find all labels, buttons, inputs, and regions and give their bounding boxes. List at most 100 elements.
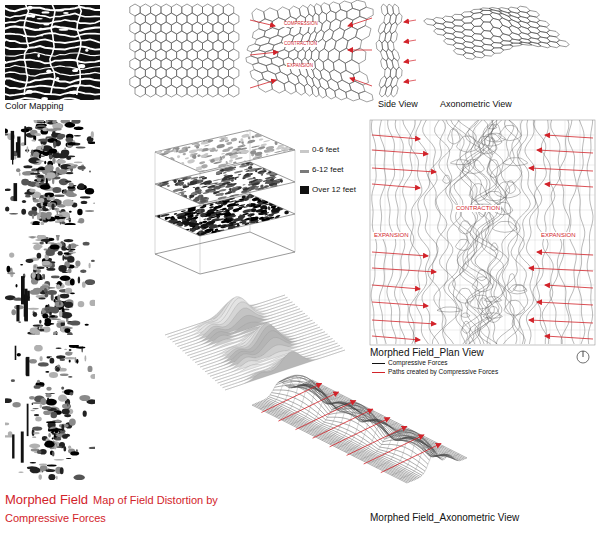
art-shape <box>74 85 80 87</box>
art-shape <box>23 165 32 168</box>
hex-cell <box>288 49 298 60</box>
layer-guide <box>250 130 251 232</box>
hex-cell <box>314 4 322 16</box>
art-shape <box>31 139 35 141</box>
art-shape <box>67 322 76 325</box>
art-shape <box>200 213 206 218</box>
art-shape <box>233 161 237 164</box>
art-shape <box>46 249 55 256</box>
art-shape <box>195 188 202 192</box>
art-shape <box>51 204 54 210</box>
north-symbol <box>583 351 584 357</box>
art-shape <box>30 410 35 412</box>
art-shape <box>197 194 204 199</box>
art-shape <box>271 207 281 213</box>
layer-guide <box>295 150 296 252</box>
wire-line <box>337 407 397 448</box>
art-shape <box>39 320 41 324</box>
wire-line <box>407 452 467 483</box>
contour-loop <box>448 129 460 144</box>
art-shape <box>36 269 41 273</box>
hex-cell <box>323 29 334 42</box>
hex-cell <box>359 91 374 102</box>
art-shape <box>90 374 95 379</box>
art-shape <box>55 419 61 422</box>
art-shape <box>51 276 60 279</box>
art-shape <box>41 97 48 100</box>
art-shape <box>74 135 81 136</box>
wire-line <box>302 384 457 460</box>
art-shape <box>5 128 8 133</box>
wire-line <box>273 390 428 464</box>
art-shape <box>47 465 57 467</box>
art-shape <box>32 426 42 430</box>
art-shape <box>231 179 235 182</box>
art-shape <box>85 324 89 326</box>
wire-line <box>345 415 405 452</box>
art-shape <box>78 277 80 284</box>
art-shape <box>36 245 43 248</box>
art-shape <box>201 164 208 169</box>
art-shape <box>213 178 223 181</box>
title: Morphed Field <box>5 492 88 507</box>
art-shape <box>50 319 61 320</box>
wire-line <box>291 386 446 458</box>
art-shape <box>281 148 291 151</box>
art-shape <box>64 147 66 149</box>
art-shape <box>9 213 18 214</box>
art-shape <box>226 141 232 145</box>
wire-line <box>268 375 328 412</box>
hex-cell <box>391 85 398 97</box>
art-shape <box>192 178 197 181</box>
art-shape <box>42 313 48 318</box>
art-shape <box>60 276 71 282</box>
art-shape <box>12 434 14 458</box>
art-shape <box>43 411 51 416</box>
art-shape <box>237 150 245 154</box>
legend-swatch <box>300 186 309 194</box>
art-shape <box>70 451 79 455</box>
force-arrow <box>545 285 593 288</box>
hex-cell <box>379 85 386 97</box>
art-shape <box>227 225 236 230</box>
art-shape <box>19 172 21 176</box>
force-arrow <box>404 40 416 42</box>
art-shape <box>48 315 58 319</box>
art-shape <box>268 171 272 174</box>
art-shape <box>77 221 81 223</box>
hex-cell <box>312 85 319 97</box>
art-shape <box>21 209 26 215</box>
art-shape <box>62 403 70 408</box>
zone-label: COMPRESSION <box>283 22 319 27</box>
art-shape <box>257 199 261 203</box>
art-shape <box>26 90 33 94</box>
force-path <box>261 384 321 413</box>
art-shape <box>78 183 84 189</box>
art-shape <box>33 312 38 317</box>
art-shape <box>204 144 210 146</box>
art-shape <box>5 345 95 480</box>
art-shape <box>91 260 95 262</box>
view-label: Axonometric View <box>440 100 512 110</box>
art-shape <box>269 171 276 176</box>
art-shape <box>190 219 194 223</box>
art-shape <box>34 451 42 453</box>
art-shape <box>35 417 42 422</box>
art-shape <box>204 141 207 145</box>
art-shape <box>45 164 54 171</box>
art-shape <box>40 184 51 189</box>
art-shape <box>194 214 198 216</box>
art-shape <box>85 188 94 195</box>
color-map <box>5 235 95 335</box>
force-path <box>278 392 338 421</box>
hex-cell <box>527 11 540 18</box>
hex-cell <box>463 53 476 60</box>
hex-cell <box>346 90 360 101</box>
art-shape <box>241 220 247 225</box>
art-shape <box>221 207 227 211</box>
art-shape <box>39 463 47 465</box>
layer-guide <box>200 172 201 274</box>
art-shape <box>211 231 217 235</box>
art-shape <box>266 153 269 155</box>
art-shape <box>58 395 67 402</box>
